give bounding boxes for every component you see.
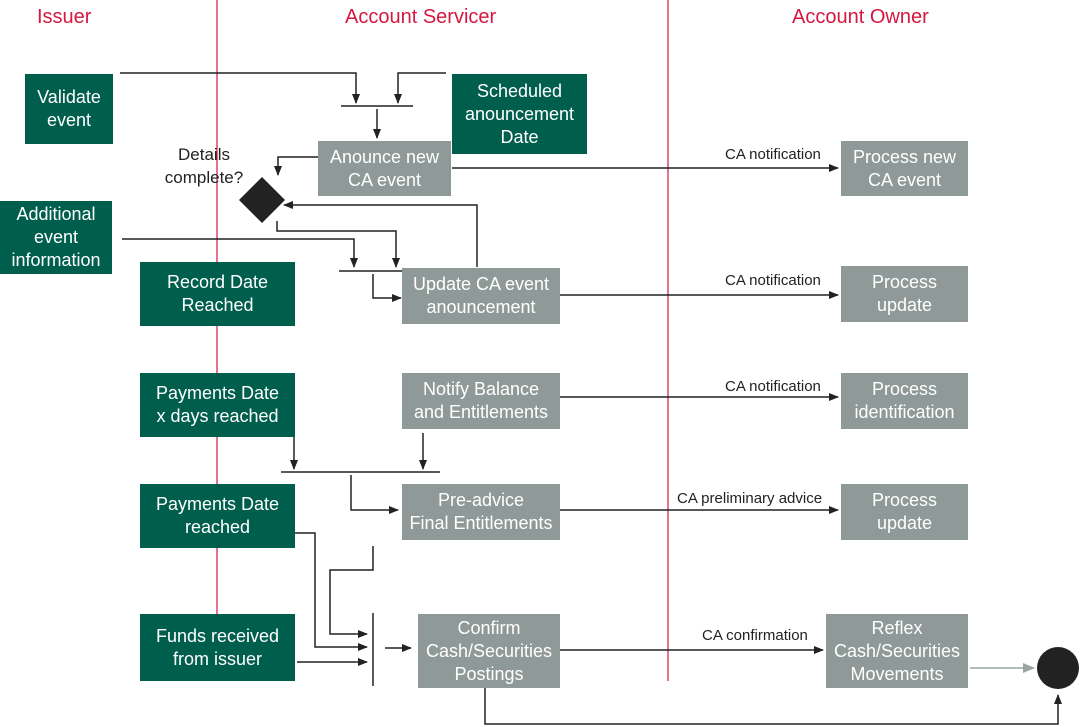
process-identification-box: Process identification: [841, 373, 968, 429]
update-event-box: Update CA event anouncement: [402, 268, 560, 324]
label-ca-preliminary-advice: CA preliminary advice: [677, 490, 823, 507]
flow-additional-to-sync: [122, 238, 358, 268]
confirm-postings-box: Confirm Cash/Securities Postings: [418, 614, 560, 688]
notify-balance-box: Notify Balance and Entitlements: [402, 373, 560, 429]
decision-diamond: [239, 177, 285, 223]
end-node: [1037, 647, 1079, 689]
label-ca-notification-3: CA notification: [725, 378, 821, 395]
flow-update-loop: [283, 201, 478, 267]
record-date-box: Record Date Reached: [140, 262, 295, 326]
funds-received-box: Funds received from issuer: [140, 614, 295, 681]
label-ca-notification-2: CA notification: [725, 272, 821, 289]
process-update-box-1: Process update: [841, 266, 968, 322]
flow-decision-to-sync: [276, 221, 400, 268]
decision-question: Details complete?: [164, 145, 244, 187]
flow-scheduled-to-sync: [394, 72, 446, 104]
flow-confirm-to-end: [484, 688, 1062, 725]
process-new-event-box: Process new CA event: [841, 141, 968, 196]
announce-event-box: Anounce new CA event: [318, 141, 451, 196]
flow-sync-to-update: [372, 274, 402, 302]
label-ca-notification-1: CA notification: [725, 146, 821, 163]
lane-title-owner: Account Owner: [792, 6, 929, 28]
label-ca-confirmation: CA confirmation: [702, 627, 808, 644]
lane-title-issuer: Issuer: [37, 6, 92, 28]
process-update-box-2: Process update: [841, 484, 968, 540]
payments-date-box: Payments Date reached: [140, 484, 295, 548]
flow-preadvice-to-sync: [329, 546, 374, 638]
flow-sync-to-preadvice: [350, 475, 399, 514]
flow-validate-to-sync: [120, 72, 360, 104]
reflex-movements-box: Reflex Cash/Securities Movements: [826, 614, 968, 688]
scheduled-announcement-box: Scheduled anouncement Date: [452, 74, 587, 154]
payments-date-x-box: Payments Date x days reached: [140, 373, 295, 437]
flow-pay-to-sync: [295, 532, 368, 651]
validate-event-box: Validate event: [25, 74, 113, 144]
lane-title-servicer: Account Servicer: [345, 6, 497, 28]
flow-announce-to-decision: [274, 156, 318, 176]
additional-info-box: Additional event information: [0, 201, 112, 274]
preadvice-box: Pre-advice Final Entitlements: [402, 484, 560, 540]
